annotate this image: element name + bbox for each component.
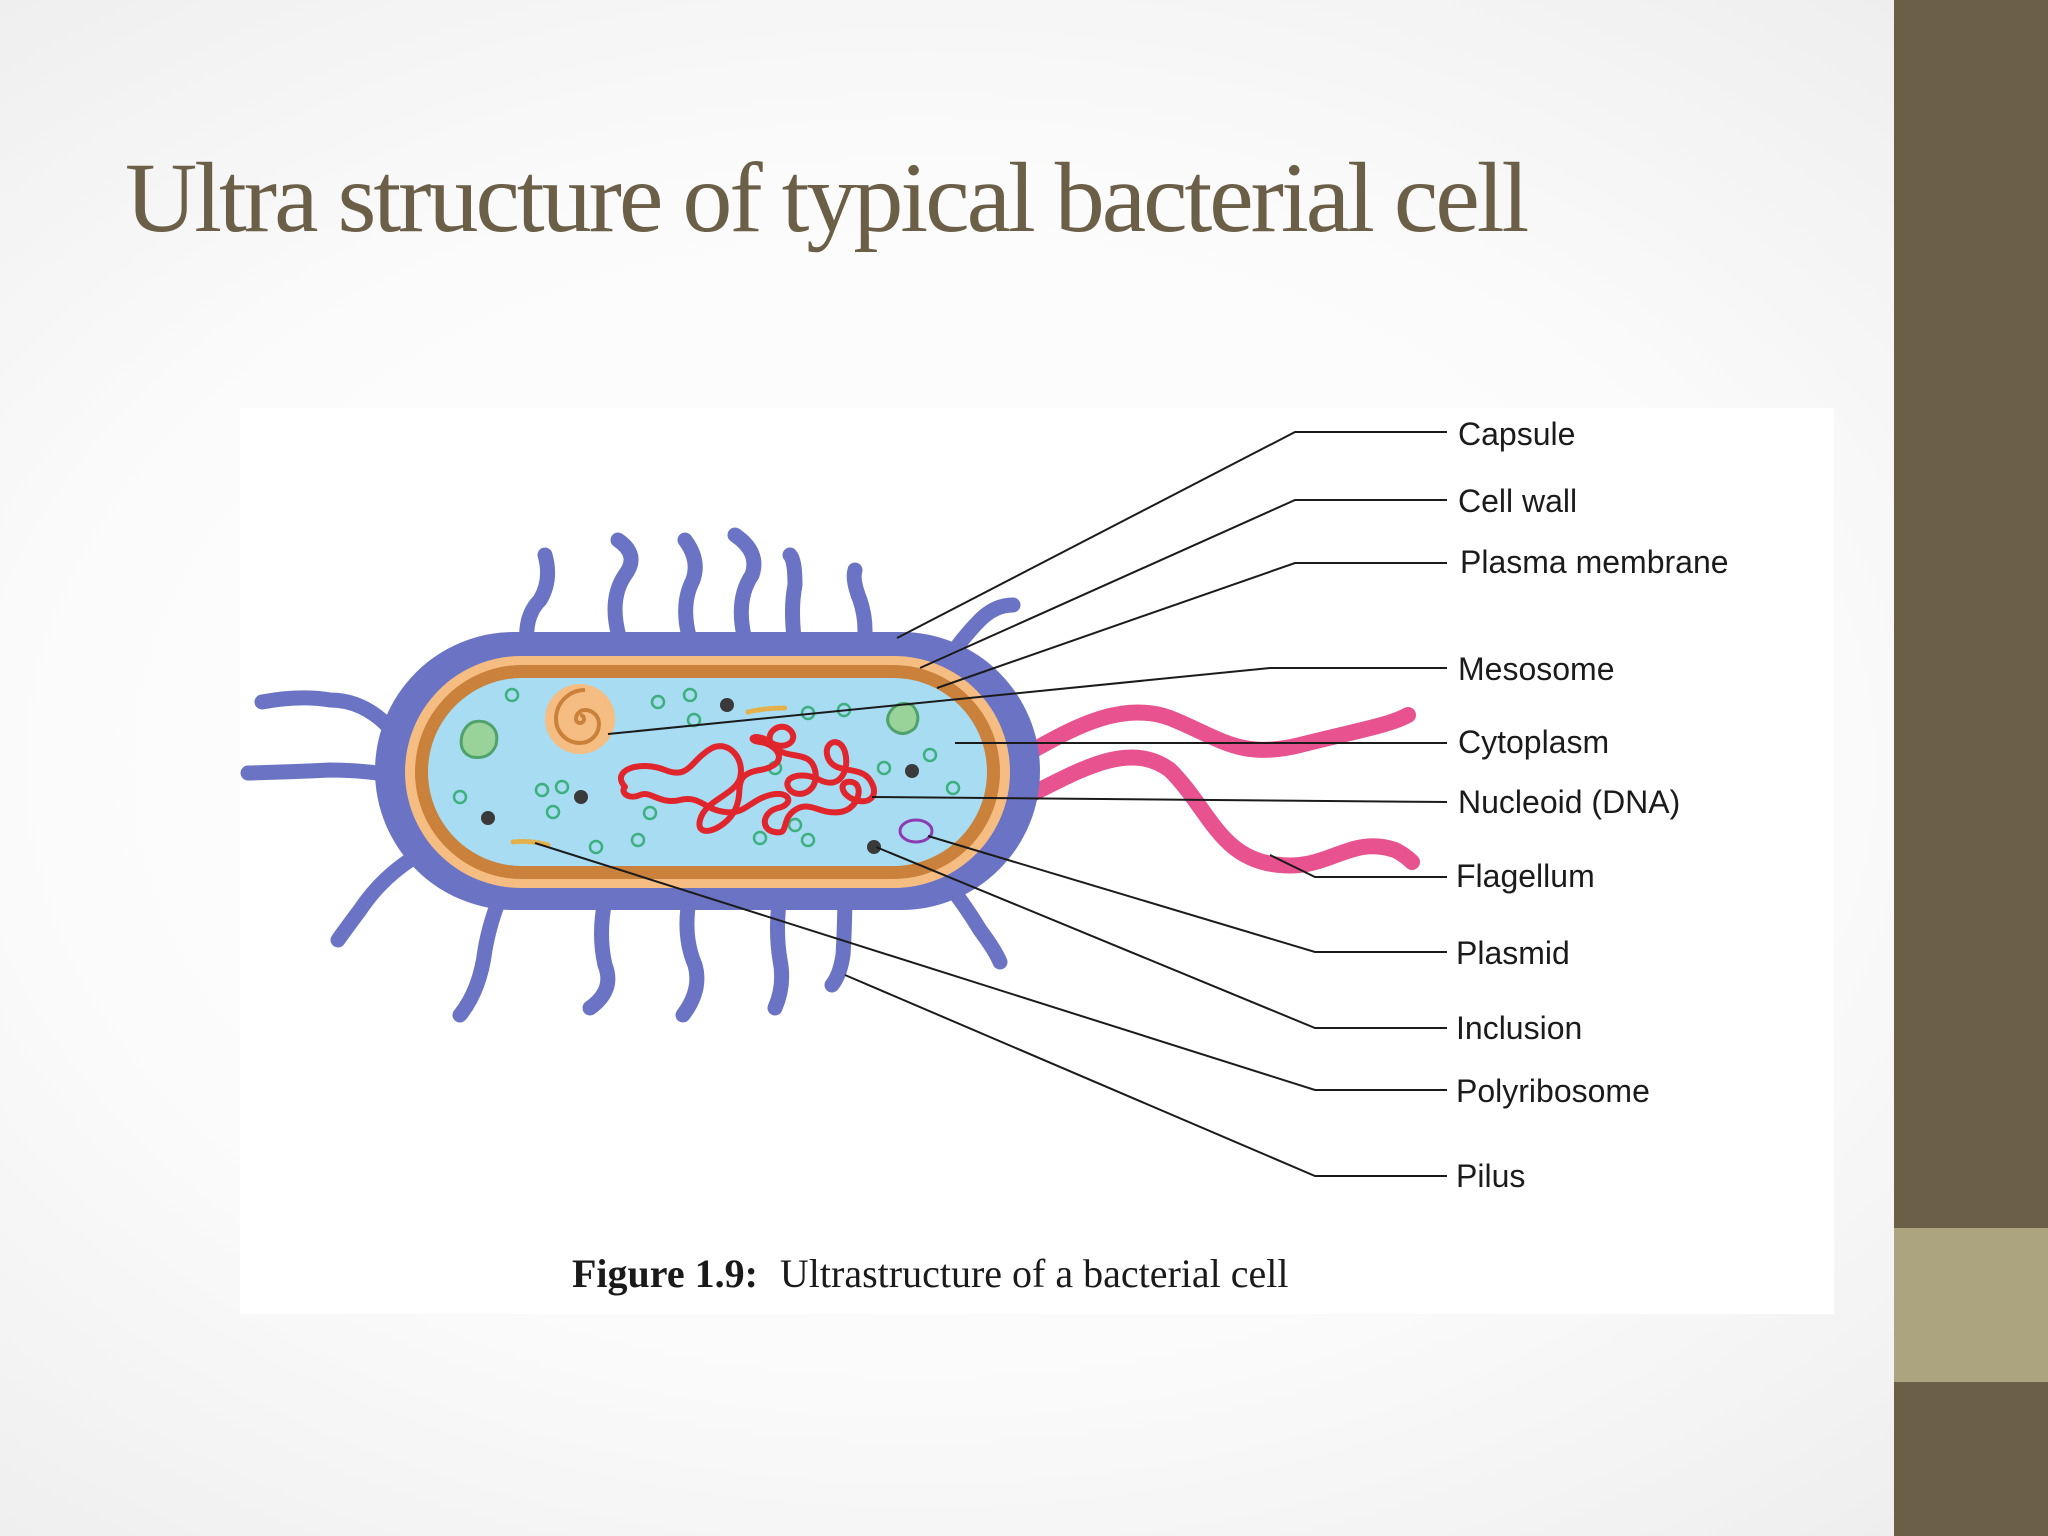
mesosome-leader bbox=[607, 667, 1447, 735]
nucleoid-dna bbox=[618, 723, 877, 836]
pilus-leader bbox=[844, 974, 1447, 1177]
polyribosomes bbox=[510, 705, 788, 848]
inclusion-leader bbox=[875, 846, 1447, 1029]
ribosomes bbox=[452, 687, 961, 855]
inclusions bbox=[481, 698, 919, 854]
label-cell-wall: Cell wall bbox=[1458, 483, 1578, 519]
plasmid-leader bbox=[927, 835, 1447, 953]
polyribosome-leader bbox=[534, 842, 1447, 1091]
leader-lines bbox=[534, 431, 1448, 1177]
mesosome bbox=[545, 684, 615, 754]
label-capsule: Capsule bbox=[1458, 416, 1576, 452]
slide-title: Ultra structure of typical bacterial cel… bbox=[125, 142, 1529, 253]
flagellum-leader bbox=[1269, 854, 1447, 878]
plasma-membrane-leader bbox=[936, 562, 1447, 689]
capsule-leader bbox=[896, 431, 1447, 639]
sidebar-accent-block bbox=[1894, 1228, 2048, 1382]
caption-number: Figure 1.9: bbox=[572, 1251, 758, 1296]
nucleoid-leader bbox=[871, 796, 1448, 803]
label-plasmid: Plasmid bbox=[1456, 935, 1570, 971]
caption-text: Ultrastructure of a bacterial cell bbox=[779, 1251, 1289, 1296]
label-flagellum: Flagellum bbox=[1456, 858, 1595, 894]
label-pilus: Pilus bbox=[1456, 1158, 1526, 1194]
inclusion-granule bbox=[886, 702, 920, 735]
plasmid bbox=[898, 818, 934, 844]
label-cytoplasm: Cytoplasm bbox=[1458, 724, 1610, 760]
label-inclusion: Inclusion bbox=[1456, 1010, 1583, 1046]
flagella bbox=[1022, 704, 1420, 874]
label-nucleoid: Nucleoid (DNA) bbox=[1458, 784, 1681, 820]
label-plasma-membrane: Plasma membrane bbox=[1460, 544, 1729, 580]
cell-wall-leader bbox=[919, 499, 1447, 669]
label-polyribosome: Polyribosome bbox=[1456, 1073, 1650, 1109]
inclusion-granule bbox=[459, 719, 499, 759]
figure-caption: Figure 1.9: Ultrastructure of a bacterial… bbox=[572, 1250, 1289, 1297]
label-mesosome: Mesosome bbox=[1458, 651, 1615, 687]
